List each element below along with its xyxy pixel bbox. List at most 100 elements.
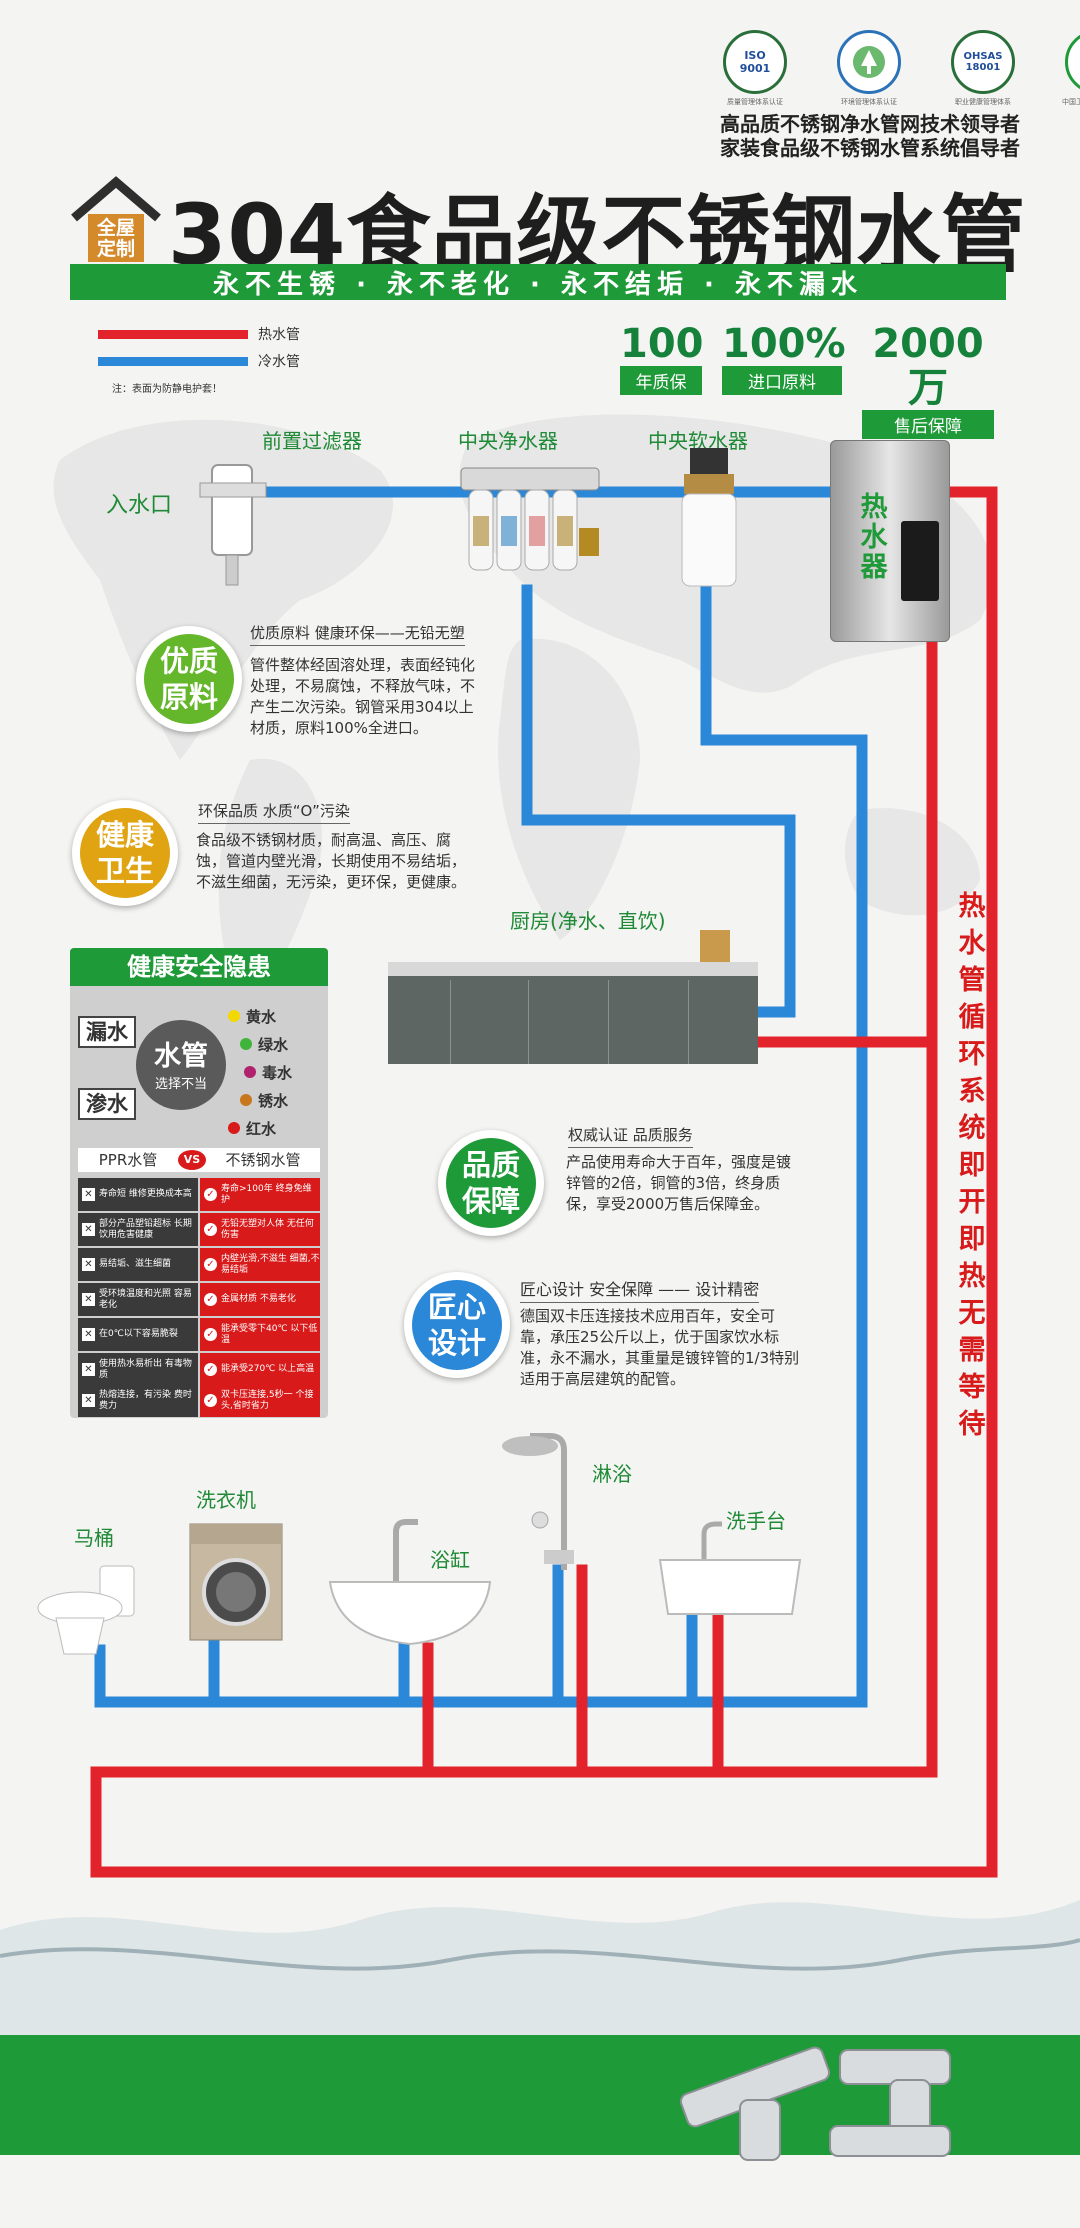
risk-yellow: 黄水 [228,1002,292,1030]
feature-4-head: 匠心设计 安全保障 —— 设计精密 [520,1276,760,1303]
washing-machine-icon [189,1523,283,1641]
stat-after-sale: 2000万 售后保障 [862,322,994,439]
check-icon: ✓ [204,1328,217,1341]
shower-label: 淋浴 [592,1462,632,1486]
badge-quality-material: 优质原料 [136,626,242,732]
feature-4-body: 德国双卡压连接技术应用百年，安全可靠，承压25公斤以上，优于国家饮水标准，永不漏… [520,1307,800,1388]
water-splash-decoration [0,1900,1080,2040]
risk-dot-icon [244,1066,256,1078]
pre-filter-icon [199,464,267,586]
risk-green: 绿水 [240,1030,292,1058]
seep-box: 渗水 [78,1088,136,1120]
water-heater-icon: 热 水 器 [830,440,950,642]
bathtub-icon [328,1519,492,1646]
purifier-label: 中央净水器 [458,429,558,453]
legend-note: 注：表面为防静电护套！ [112,384,222,395]
legend-cold-label: 冷水管 [258,354,300,370]
safety-panel: 健康安全隐患 漏水 渗水 水管 选择不当 黄水 绿水 毒水 锈水 红水 PPR水… [70,948,328,1418]
stat-import: 100% 进口原料 [722,321,846,395]
comparison-header: PPR水管 VS 不锈钢水管 [78,1148,320,1172]
feature-2-head: 环保品质 水质“O”污染 [198,800,350,824]
wash-basin-icon [658,1521,802,1615]
utensil-holder-icon [700,930,730,962]
house-text-2: 定制 [96,238,135,260]
check-icon: ✓ [204,1188,217,1201]
heater-char-2: 水 [860,522,888,553]
shower-icon [502,1433,574,1570]
comparison-row: ✕热熔连接，有污染 费时费力✓双卡压连接,5秒一 个接头,省时省力 [78,1384,320,1417]
heater-display [901,521,939,601]
comparison-row: ✕易结垢、滋生细菌✓内壁光滑,不滋生 细菌,不易结垢 [78,1248,320,1281]
risk-toxic: 毒水 [244,1058,292,1086]
risk-dot-icon [240,1038,252,1050]
check-icon: ✓ [204,1258,217,1271]
bathtub-label: 浴缸 [430,1548,470,1572]
ohsas-seal-icon: OHSAS 18001 [951,30,1015,94]
comparison-row: ✕使用热水易析出 有毒物质✓能承受270℃ 以上高温 [78,1353,320,1386]
feature-1-body: 管件整体经固溶处理，表面经钝化处理，不易腐蚀，不释放气味，不产生二次污染。钢管采… [250,656,476,737]
feature-3-head: 权威认证 品质服务 [568,1124,693,1148]
environment-seal-icon [837,30,901,94]
cross-icon: ✕ [82,1363,95,1376]
cross-icon: ✕ [82,1188,95,1201]
pre-filter-label: 前置过滤器 [262,429,362,453]
check-icon: ✓ [204,1394,217,1407]
risk-dot-icon [240,1094,252,1106]
circulation-side-text: 热水管循环系统 即开即热 无需等待 [958,891,986,1440]
badge-health: 健康卫生 [72,800,178,906]
tagline-1: 高品质不锈钢净水管网技术领导者 [720,112,1020,136]
toilet-label: 马桶 [74,1526,114,1550]
cert-a-mark: A 中国卫生协会推荐产品 [1052,30,1080,107]
feature-1-head: 优质原料 健康环保——无铅无塑 [250,622,465,646]
kitchen-cabinet-icon [388,962,758,1064]
vs-badge: VS [178,1150,206,1170]
safety-panel-title: 健康安全隐患 [70,948,328,986]
cross-icon: ✕ [82,1293,95,1306]
tree-seal-icon [853,46,885,78]
cold-pipe-swatch [98,357,248,366]
cross-icon: ✕ [82,1223,95,1236]
purifier-icon [460,467,600,571]
check-icon: ✓ [204,1293,217,1306]
risk-dot-icon [228,1010,240,1022]
house-text-1: 全屋 [96,217,135,239]
check-icon: ✓ [204,1363,217,1376]
risk-red: 红水 [228,1114,292,1142]
risk-rust: 锈水 [240,1086,292,1114]
risk-list: 黄水 绿水 毒水 锈水 红水 [228,1002,292,1142]
certification-row: ISO 9001 质量管理体系认证 环境管理体系认证 OHSAS 18001 职… [710,30,1080,107]
risk-dot-icon [228,1122,240,1134]
inlet-label: 入水口 [106,493,173,518]
legend-hot-label: 热水管 [258,327,300,343]
basin-label: 洗手台 [726,1509,786,1533]
tagline-2: 家装食品级不锈钢水管系统倡导者 [720,136,1020,160]
cert-ohsas: OHSAS 18001 职业健康管理体系 [938,30,1028,107]
comparison-row: ✕在0℃以下容易脆裂✓能承受零下40℃ 以下低温 [78,1318,320,1351]
comparison-row: ✕寿命短 维修更换成本高✓寿命>100年 终身免维护 [78,1178,320,1211]
cross-icon: ✕ [82,1328,95,1341]
toilet-icon [37,1565,135,1655]
comparison-row: ✕部分产品塑铅超标 长期饮用危害健康✓无铅无塑对人体 无任何伤害 [78,1213,320,1246]
badge-quality-assurance: 品质保障 [438,1130,544,1236]
cross-icon: ✕ [82,1258,95,1271]
slogan-bar: 永不生锈 · 永不老化 · 永不结垢 · 永不漏水 [70,264,1006,300]
house-icon: 全屋 定制 [70,176,162,266]
leak-box: 漏水 [78,1016,136,1048]
check-icon: ✓ [204,1223,217,1236]
cert-iso9001: ISO 9001 质量管理体系认证 [710,30,800,107]
feature-2-body: 食品级不锈钢材质，耐高温、高压、腐蚀，管道内壁光滑，长期使用不易结垢，不滋生细菌… [196,831,467,891]
iso9001-seal-icon: ISO 9001 [723,30,787,94]
stat-warranty: 100 年质保 [620,321,704,395]
softener-icon [681,448,737,587]
washer-label: 洗衣机 [196,1488,256,1512]
comparison-row: ✕受环境温度和光照 容易老化✓金属材质 不易老化 [78,1283,320,1316]
heater-char-3: 器 [860,552,888,583]
hot-pipe-swatch [98,330,248,339]
feature-3-body: 产品使用寿命大于百年，强度是镀锌管的2倍，铜管的3倍，终身质保，享受2000万售… [566,1153,792,1213]
kitchen-label: 厨房(净水、直饮) [510,909,666,933]
heater-char-1: 热 [860,492,888,523]
pipe-fittings-image [679,2046,951,2161]
cert-environment: 环境管理体系认证 [824,30,914,107]
wrong-pipe-circle: 水管 选择不当 [136,1020,226,1110]
